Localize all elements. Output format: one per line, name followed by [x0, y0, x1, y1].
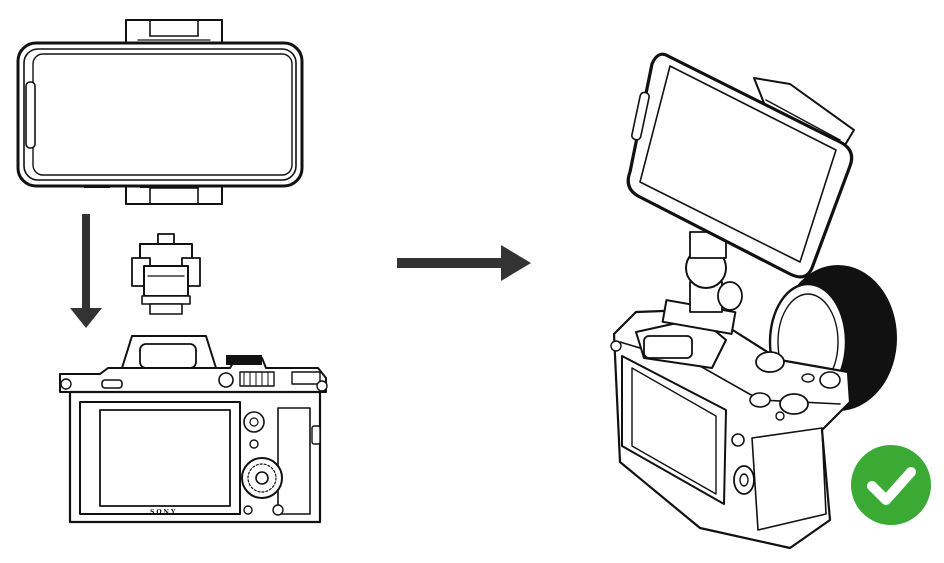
right-arrow	[397, 245, 531, 281]
assembled-camera-with-phone	[610, 52, 897, 550]
smartphone-mounted	[626, 52, 854, 279]
camera-back-view: SONY	[59, 335, 328, 524]
smartphone-landscape	[16, 41, 304, 188]
phone-clamp-top-view	[16, 19, 304, 205]
camera-body-perspective	[610, 308, 852, 550]
camera-brand-label: SONY	[150, 509, 177, 516]
cold-shoe-adapter	[131, 233, 201, 315]
ball-head-mount	[661, 231, 743, 335]
check-circle-icon	[851, 445, 931, 525]
down-arrow	[70, 214, 102, 328]
